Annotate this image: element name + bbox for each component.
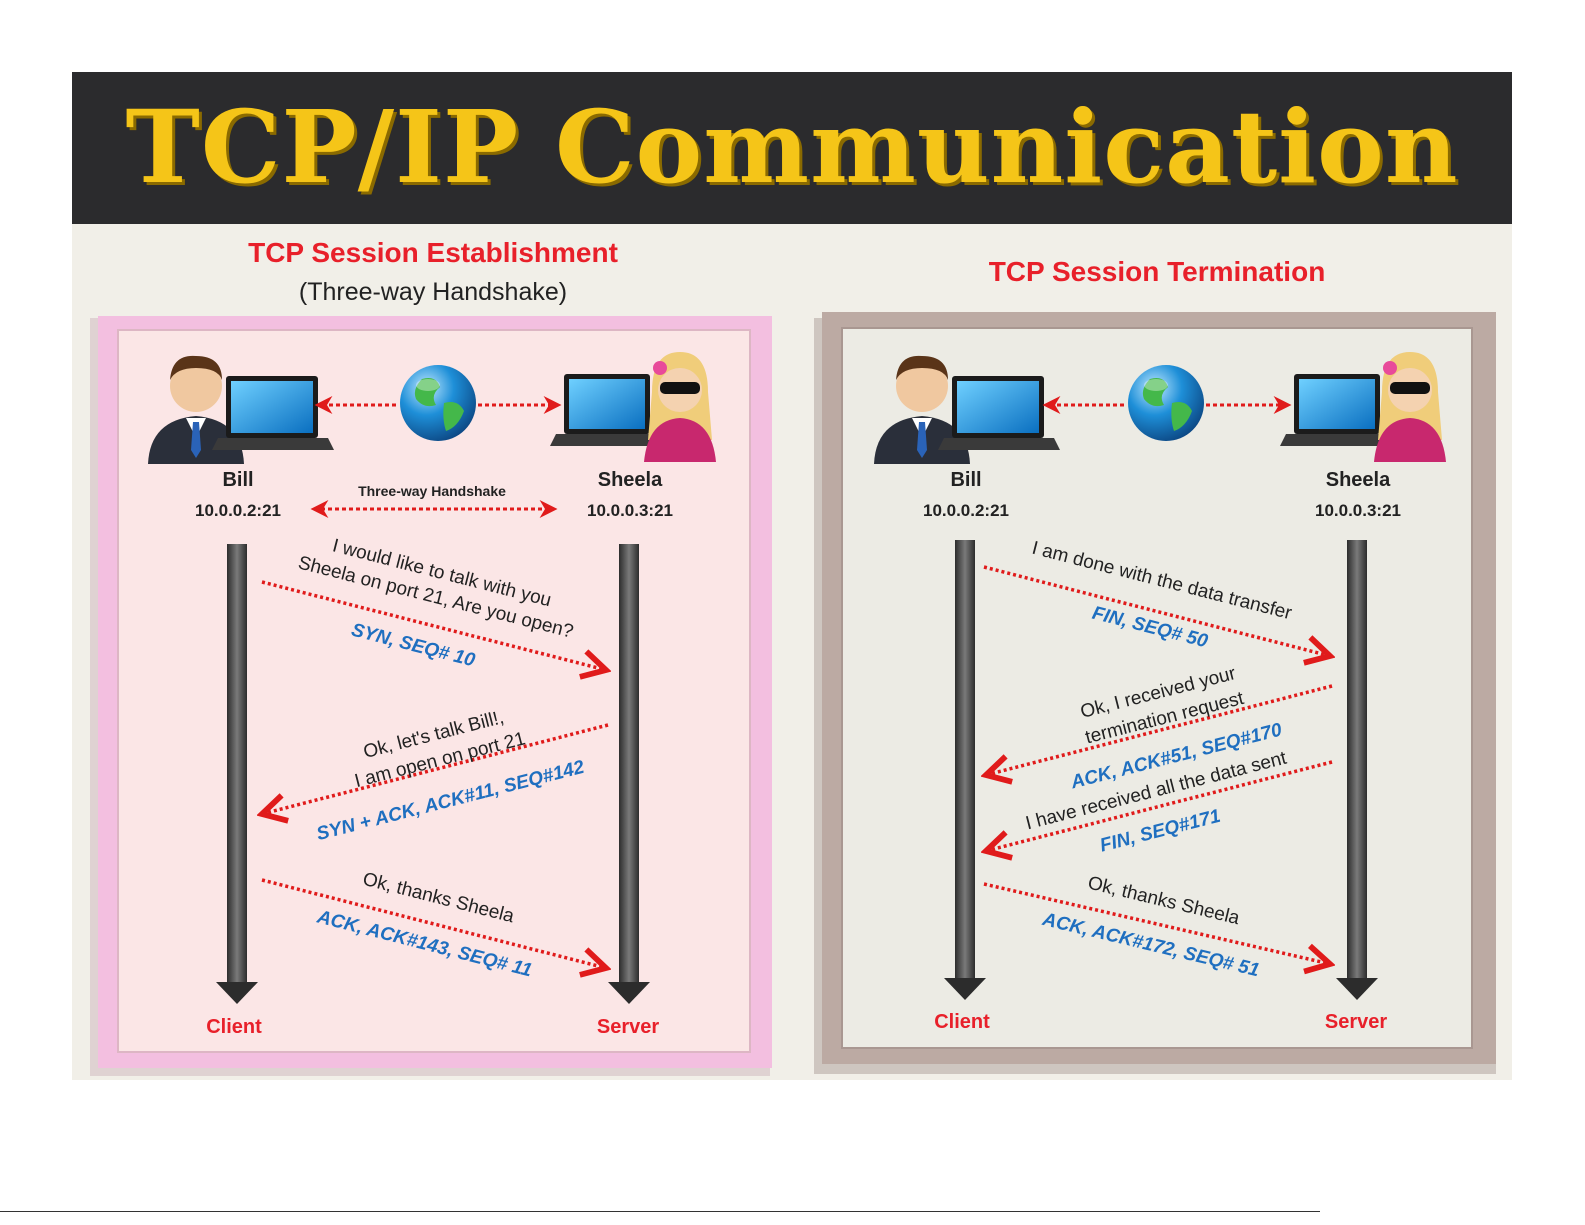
server-timeline	[619, 544, 639, 982]
globe-icon	[1128, 365, 1204, 441]
client-timeline	[955, 540, 975, 978]
establishment-subtitle: (Three-way Handshake)	[299, 278, 567, 306]
client-address: 10.0.0.2:21	[195, 501, 281, 520]
client-role-label: Client	[206, 1016, 262, 1038]
client-timeline	[227, 544, 247, 982]
handshake-label: Three-way Handshake	[358, 483, 506, 499]
globe-icon	[400, 365, 476, 441]
termination-title: TCP Session Termination	[989, 256, 1326, 287]
establishment-section: TCP Session Establishment (Three-way Han…	[90, 237, 772, 1076]
server-address: 10.0.0.3:21	[587, 501, 673, 520]
establishment-title: TCP Session Establishment	[248, 237, 618, 268]
client-address: 10.0.0.2:21	[923, 501, 1009, 520]
server-address: 10.0.0.3:21	[1315, 501, 1401, 520]
server-name: Sheela	[598, 469, 663, 491]
server-role-label: Server	[597, 1016, 659, 1038]
client-name: Bill	[222, 469, 253, 491]
server-role-label: Server	[1325, 1011, 1387, 1033]
footer-rule	[0, 1211, 1320, 1212]
client-role-label: Client	[934, 1011, 990, 1033]
termination-section: TCP Session Termination Bill 10.0.0.2:21…	[814, 256, 1496, 1074]
server-name: Sheela	[1326, 469, 1391, 491]
server-timeline	[1347, 540, 1367, 978]
client-name: Bill	[950, 469, 981, 491]
